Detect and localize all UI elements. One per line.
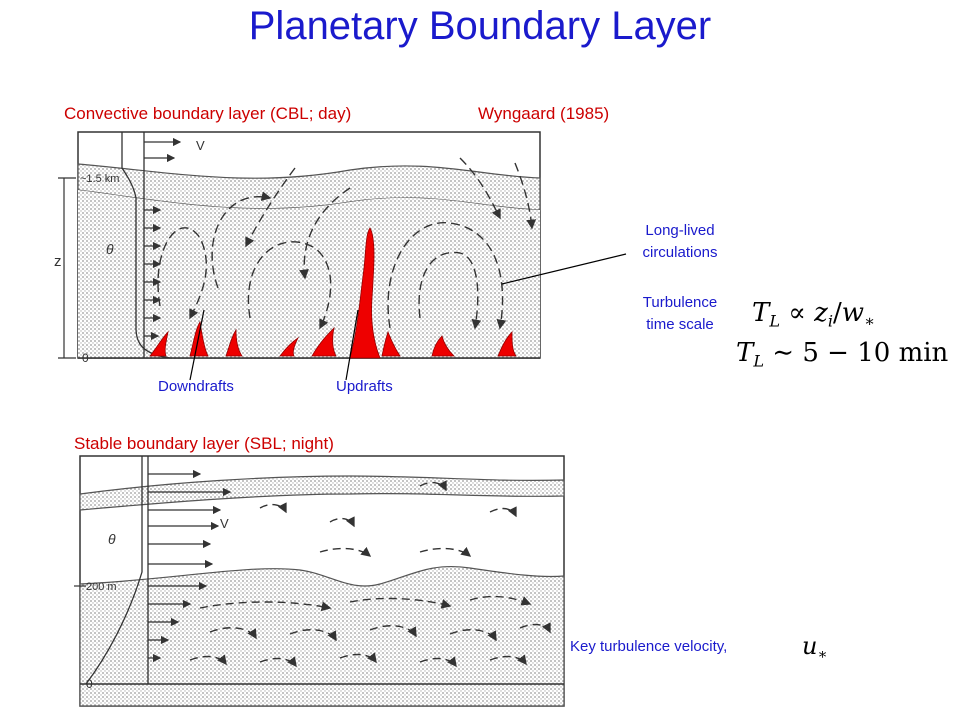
sbl-residual-band xyxy=(79,475,565,511)
cbl-wind-arrows xyxy=(144,137,182,341)
circulations-line-2: circulations xyxy=(642,244,718,261)
key-velocity-label: Key turbulence velocity, xyxy=(570,638,728,655)
cbl-wind-symbol: V xyxy=(196,138,205,153)
zi-symbol: z xyxy=(54,253,62,270)
downdrafts-pointer xyxy=(189,309,205,381)
downdrafts-label: Downdrafts xyxy=(158,378,234,395)
updrafts-label: Updrafts xyxy=(336,378,393,395)
sbl-height-tick: 200 m xyxy=(86,581,117,593)
formula-friction-velocity: u∗ xyxy=(802,632,828,664)
updrafts-pointer xyxy=(345,309,359,381)
turbulence-line-1: Turbulence xyxy=(642,294,718,311)
formula-time-scale-proportional: TL ∝ zi/w∗ xyxy=(752,298,876,331)
cbl-label: Convective boundary layer (CBL; day) xyxy=(64,104,352,123)
sbl-label: Stable boundary layer (SBL; night) xyxy=(74,434,334,453)
circulations-label: Long-lived circulations xyxy=(620,220,740,264)
cbl-circulation-cells xyxy=(157,157,537,330)
cbl-zero-tick: 0 xyxy=(82,351,89,365)
sbl-eddies xyxy=(189,480,551,668)
formula-time-scale-value: TL ∼ 5 − 10 min xyxy=(736,338,949,371)
cbl-diagram: ~1.5 km 0 z i θ V xyxy=(54,131,541,381)
circulations-line-1: Long-lived xyxy=(645,222,715,239)
page-title: Planetary Boundary Layer xyxy=(248,4,712,48)
sbl-zero-tick: 0 xyxy=(86,677,93,691)
sbl-wind-arrows xyxy=(148,469,232,663)
zi-subscript: i xyxy=(63,262,65,273)
mixed-layer xyxy=(78,190,540,358)
cbl-theta-profile xyxy=(121,132,171,359)
sbl-wind-symbol: V xyxy=(220,516,229,531)
circulations-pointer xyxy=(501,253,627,285)
sbl-theta-profile xyxy=(85,456,143,685)
sbl-diagram: θ V 200 m 0 xyxy=(74,455,565,707)
sbl-theta-symbol: θ xyxy=(108,531,116,547)
cbl-height-tick: ~1.5 km xyxy=(80,173,119,185)
cbl-updraft-plumes xyxy=(149,227,517,359)
turbulence-label: Turbulence time scale xyxy=(620,292,740,336)
citation-label: Wyngaard (1985) xyxy=(478,104,610,123)
cbl-theta-symbol: θ xyxy=(106,241,114,257)
turbulence-line-2: time scale xyxy=(646,316,714,333)
sbl-stable-layer xyxy=(79,565,565,707)
